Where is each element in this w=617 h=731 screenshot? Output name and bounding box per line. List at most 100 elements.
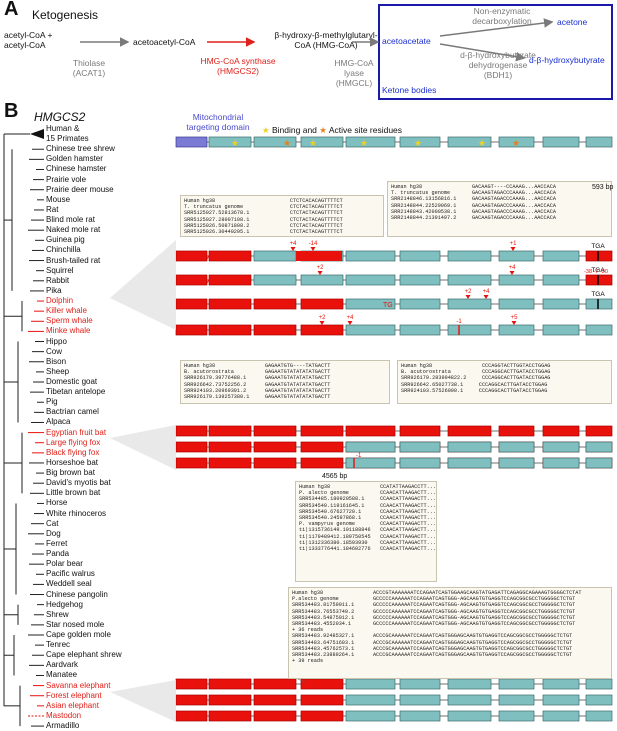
sequence-line: SRR534483.4552034.1 GCCCCCAAAAAATCCAGAAT… — [292, 621, 576, 628]
bat-callout — [110, 425, 176, 470]
elephant-exon — [300, 710, 344, 722]
mutation-marker-icon — [317, 271, 323, 275]
hmgcs-label: HMG-CoA synthase(HMGCS2) — [200, 56, 276, 76]
sequence-line: SRR926179.39776488.1 GAGAATGTATATATATGAC… — [184, 375, 331, 382]
bat-exon — [447, 441, 492, 453]
species-label: Cow — [46, 346, 63, 356]
elephant-exon — [300, 678, 344, 690]
elephant-exon — [175, 678, 208, 690]
species-label: Golden hamster — [46, 154, 103, 164]
sequence-line: SRR534540.119161645.1 CCAACATTAAGACTT...… — [299, 502, 436, 509]
species-label: Pika — [46, 285, 62, 295]
elephant-exon — [253, 710, 297, 722]
mutation-marker-icon — [310, 247, 316, 251]
human-exon — [542, 136, 580, 148]
bat-exon — [542, 425, 580, 437]
species-label: Chinese pangolin — [46, 589, 108, 599]
species-label: Brush-tailed rat — [46, 255, 101, 265]
mutation-label: +2 — [465, 289, 473, 295]
dolphin-exon — [585, 250, 613, 262]
stop-codon-label: TGA — [591, 291, 605, 298]
species-label: Shrew — [46, 609, 69, 619]
sequence-line: SRR534483.54875012.1 GCCCCCAAAAAATCCAGAA… — [292, 614, 576, 621]
species-label: 15 Primates — [46, 134, 89, 144]
stop-codon-label: TGA — [591, 243, 605, 250]
yellow-star-icon: ★ — [262, 125, 270, 135]
sequence-line: SRR534483.23889264.1 ACCCGCAAAAAATCCAGAA… — [292, 652, 573, 659]
species-label: Tenrec — [46, 640, 71, 650]
species-label: Sheep — [46, 366, 70, 376]
minke-whale-exon — [175, 324, 208, 336]
dolphin-exon — [175, 250, 208, 262]
mutation-label: +2 — [319, 315, 327, 321]
minke-whale-exon — [542, 324, 580, 336]
mutation-marker-icon — [511, 321, 517, 325]
mutation-label: +5 — [511, 315, 519, 321]
mutation-label: +4 — [483, 289, 491, 295]
elephant-exon — [542, 710, 580, 722]
human-exon — [585, 136, 613, 148]
bat-exon — [208, 457, 252, 469]
mutation-label: -14 — [309, 241, 318, 247]
species-label: Prairie vole — [46, 174, 87, 184]
thiolase-label: Thiolase(ACAT1) — [72, 58, 106, 78]
bat-exon — [447, 457, 492, 469]
panel-a-arrows — [80, 18, 554, 62]
killer-whale-exon — [253, 274, 297, 286]
bat-exon — [399, 425, 441, 437]
species-label: Large flying fox — [46, 437, 101, 447]
cetacean-callout — [110, 240, 176, 330]
mutation-label: +4 — [290, 241, 298, 247]
sperm-whale-exon — [175, 298, 208, 310]
bat-exon — [345, 441, 396, 453]
species-label: Dog — [46, 528, 61, 538]
splice-site-label: AC — [207, 254, 217, 261]
sequence-line: SRR926642.65027738.1 CCCAGGCACTTGATACCTG… — [401, 381, 548, 388]
panel-a-title: Ketogenesis — [32, 8, 99, 22]
species-label: Savanna elephant — [46, 680, 111, 690]
species-label: Rat — [46, 204, 59, 214]
decarboxylation-arrow — [439, 18, 554, 37]
bat-exon — [498, 457, 535, 469]
sequence-line: ti|1179489412.189750545 CCAACATTAAGACTT.… — [299, 533, 436, 540]
species-label: Domestic goat — [46, 377, 98, 386]
species-label: Mouse — [46, 194, 71, 204]
species-label: Hedgehog — [46, 599, 83, 609]
sequence-line: SRR5125026.50871808.2 CTCTACTACAGTTTTCT — [184, 222, 343, 229]
bat-exon — [585, 425, 613, 437]
sequence-line: SRR5125026.30440295.1 CTCTACTACAGTTTTCT — [184, 229, 343, 236]
bat-exon — [585, 457, 613, 469]
residue-star-icon: ★ — [414, 138, 422, 148]
sequence-line: P. vampyrus genome CCAACATTAAGACTT...TGG… — [299, 521, 436, 528]
sequence-line: SRR2148844.21391497.2 GACAAGTAGACCCAAAG.… — [391, 215, 556, 222]
elephant-exon — [300, 694, 344, 706]
sperm-whale-exon — [447, 298, 492, 310]
species-label: Minke whale — [46, 326, 91, 336]
deletion-label: -38 -7 -20 — [584, 269, 608, 275]
species-label: Horse — [46, 498, 68, 508]
sperm-whale-exon — [498, 298, 535, 310]
dolphin-exon — [447, 250, 492, 262]
sperm-whale-exon — [253, 298, 297, 310]
species-label: Killer whale — [46, 306, 87, 316]
species-label: Horseshoe bat — [46, 457, 99, 467]
species-label: Dolphin — [46, 296, 74, 306]
minke-whale-exon — [300, 324, 344, 336]
elephant-exon — [585, 710, 613, 722]
primate-clade-triangle — [30, 129, 44, 139]
species-label: Blind mole rat — [46, 215, 95, 225]
mutation-label: +4 — [509, 265, 517, 271]
sequence-line: SRR5125027.28007108.1 CTCTACTACAGTTTTCT — [184, 216, 343, 223]
residue-star-icon: ★ — [478, 138, 486, 148]
seq-box-bat: Human hg38 CCATATTAAGACCTT...TGGGACATTTA… — [295, 481, 437, 582]
species-label: Human & — [46, 124, 80, 133]
sequence-line: Human hg38 ACCCGTAAAAAAATCCAGAATCAGTGGAA… — [292, 590, 582, 596]
elephant-exon — [175, 694, 208, 706]
bat-exon — [399, 457, 441, 469]
bat-exon — [175, 441, 208, 453]
species-label: Alpaca — [46, 417, 71, 427]
bat-exon — [345, 425, 396, 437]
sequence-line: P. alecto genome CCAACATTAAGACTT...TGGGA… — [299, 490, 436, 497]
